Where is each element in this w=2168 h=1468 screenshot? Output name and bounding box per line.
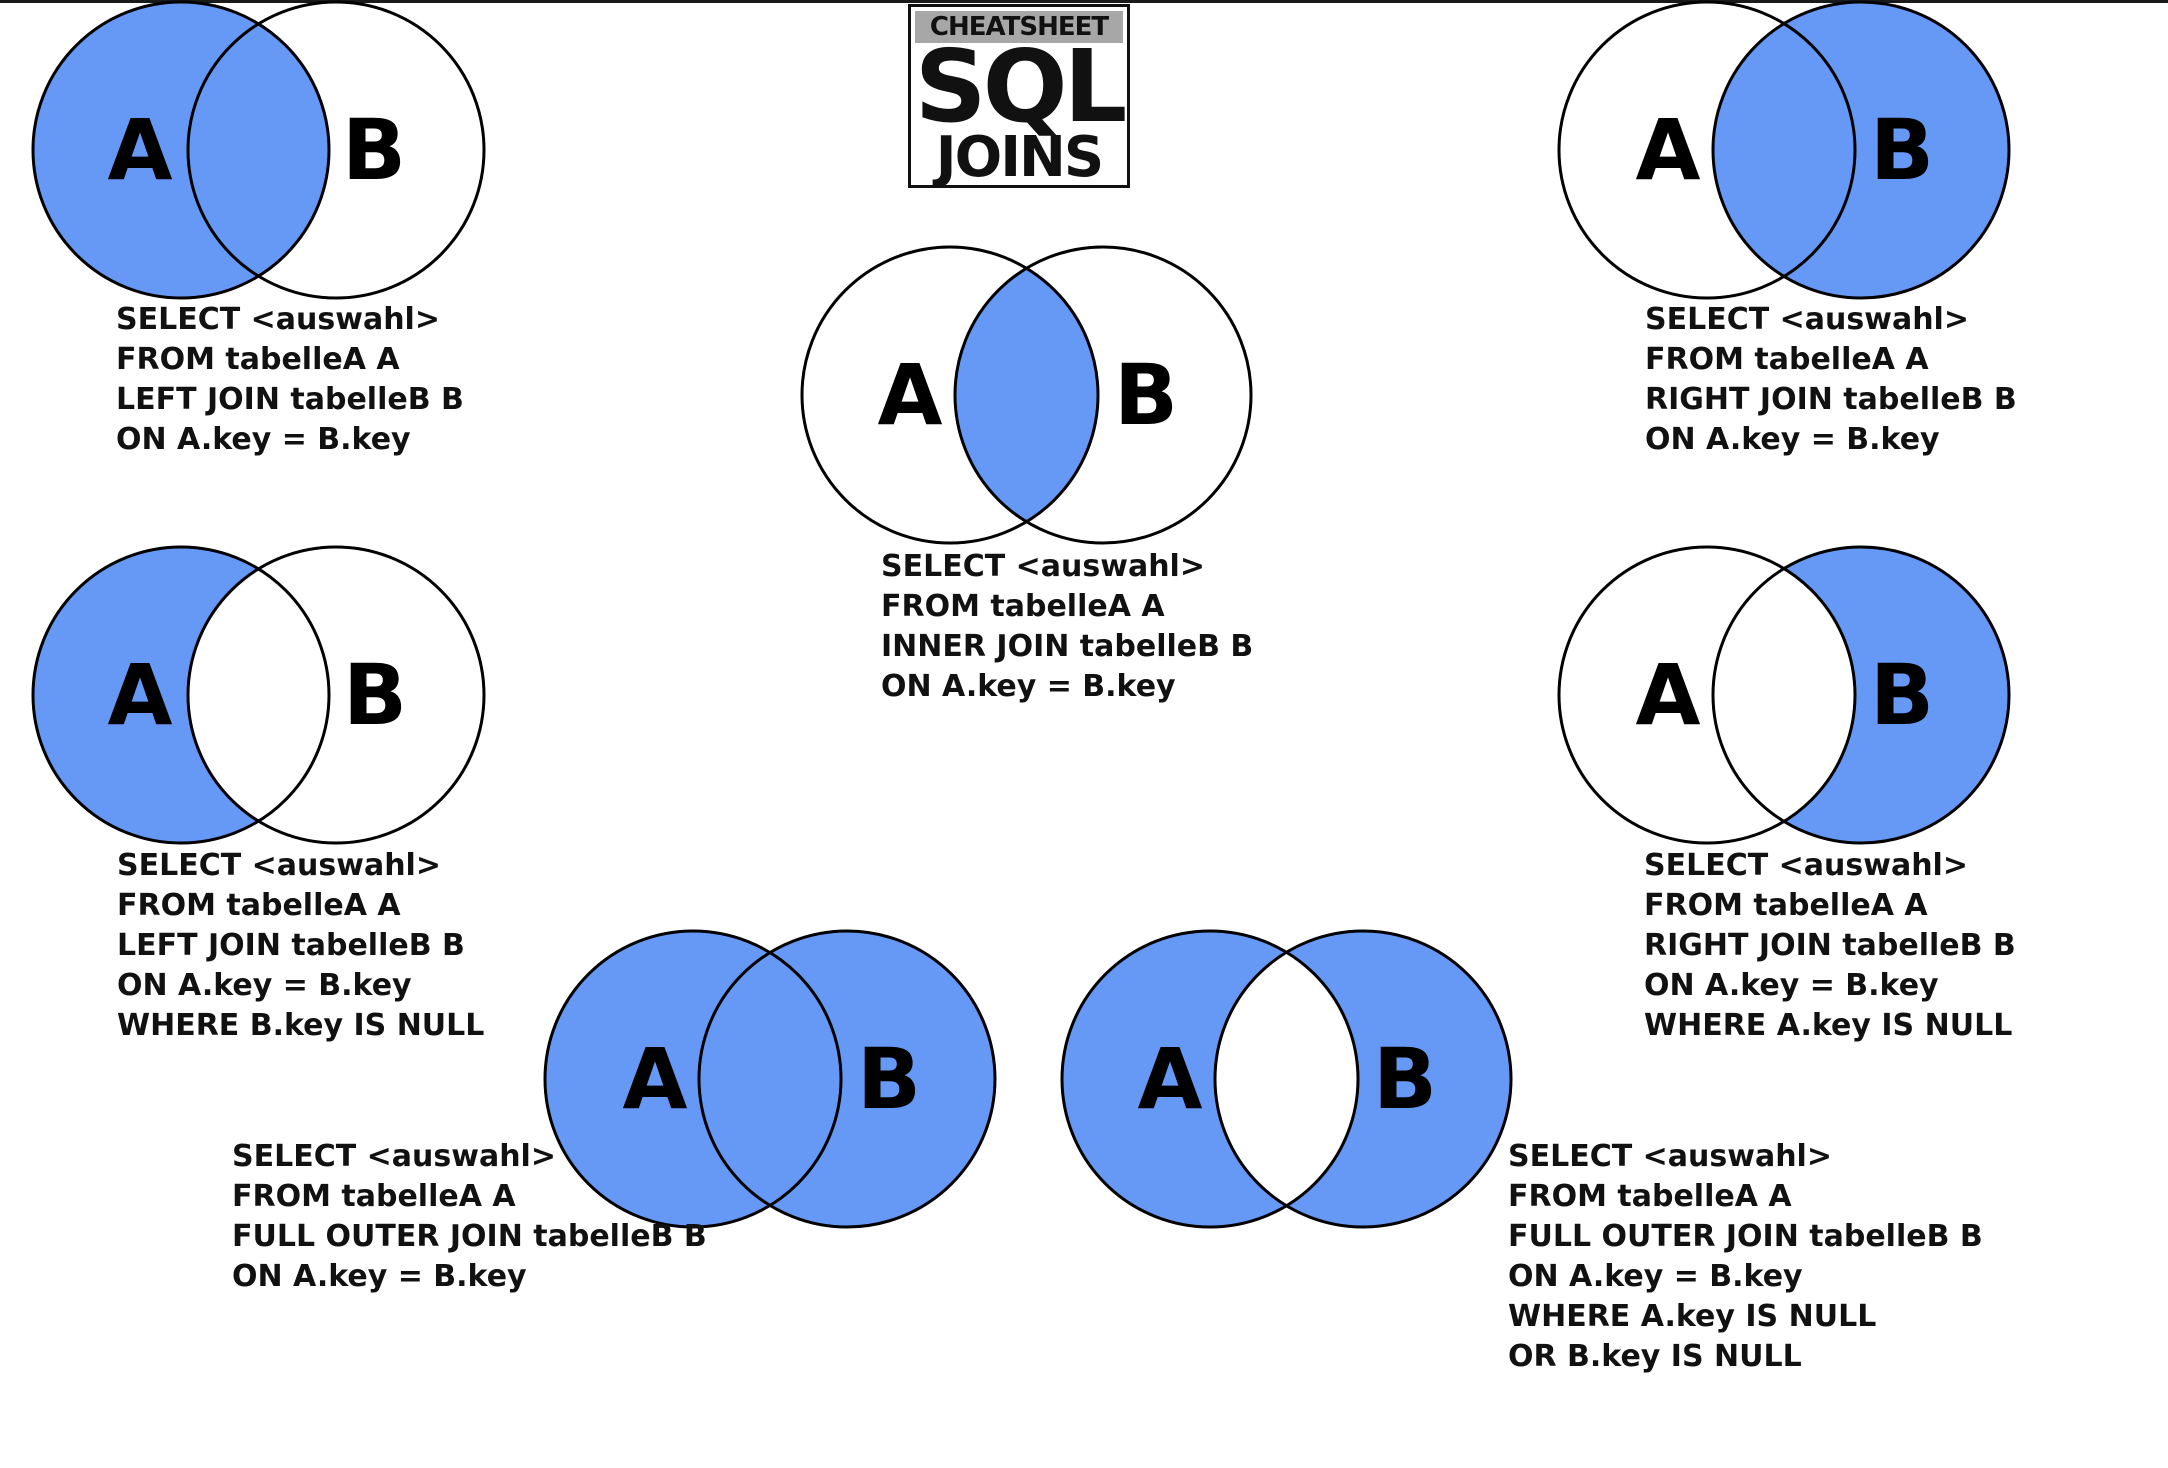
set-b-region bbox=[1713, 2, 2009, 298]
intersection-region bbox=[188, 2, 329, 298]
sql-line: WHERE B.key IS NULL bbox=[117, 1008, 485, 1043]
sql-query-right-excluding-join: SELECT <auswahl> FROM tabelleA A RIGHT JOI… bbox=[1644, 846, 2016, 1046]
set-b-region bbox=[1713, 547, 2009, 843]
set-b-outline bbox=[1213, 929, 1513, 1229]
sql-line: FROM tabelleA A bbox=[881, 589, 1165, 624]
top-border-line bbox=[0, 0, 2168, 3]
sql-query-full-outer-join: SELECT <auswahl> FROM tabelleA A FULL OUTE… bbox=[232, 1137, 707, 1297]
set-a-label: A bbox=[107, 101, 172, 199]
set-b-outline bbox=[1711, 0, 2011, 300]
sql-line: WHERE A.key IS NULL bbox=[1644, 1008, 2013, 1043]
intersection-region bbox=[1215, 931, 1358, 1227]
sql-line: OR B.key IS NULL bbox=[1508, 1339, 1802, 1374]
set-b-outline bbox=[186, 0, 486, 300]
set-a-region bbox=[33, 2, 329, 298]
set-a-outline bbox=[1060, 929, 1360, 1229]
sql-line: ON A.key = B.key bbox=[1645, 422, 1940, 457]
sql-line: SELECT <auswahl> bbox=[1645, 302, 1969, 337]
set-a-label: A bbox=[1635, 646, 1700, 744]
set-b-outline bbox=[697, 929, 997, 1229]
sql-line: INNER JOIN tabelleB B bbox=[881, 629, 1254, 664]
sql-line: ON A.key = B.key bbox=[232, 1259, 527, 1294]
sql-line: WHERE A.key IS NULL bbox=[1508, 1299, 1877, 1334]
set-b-region bbox=[699, 931, 995, 1227]
sql-line: FULL OUTER JOIN tabelleB B bbox=[232, 1219, 707, 1254]
sql-line: LEFT JOIN tabelleB B bbox=[116, 382, 464, 417]
sql-line: SELECT <auswahl> bbox=[1644, 848, 1968, 883]
intersection-region bbox=[1713, 547, 1855, 843]
set-a-region bbox=[33, 547, 329, 843]
set-b-outline bbox=[953, 245, 1253, 545]
sql-line: FROM tabelleA A bbox=[116, 342, 400, 377]
set-a-region bbox=[1062, 931, 1358, 1227]
set-a-outline bbox=[31, 0, 331, 300]
logo-banner: CHEATSHEET bbox=[915, 11, 1123, 43]
set-a-label: A bbox=[622, 1030, 687, 1128]
sql-query-left-excluding-join: SELECT <auswahl> FROM tabelleA A LEFT JOIN… bbox=[117, 846, 484, 1046]
set-a-outline bbox=[1557, 545, 1857, 845]
set-b-label: B bbox=[342, 101, 406, 199]
sql-line: SELECT <auswahl> bbox=[116, 302, 440, 337]
set-b-label: B bbox=[1114, 346, 1178, 444]
set-a-outline bbox=[31, 545, 331, 845]
sql-line: SELECT <auswahl> bbox=[881, 549, 1205, 584]
sql-query-left-join: SELECT <auswahl> FROM tabelleA A LEFT JOIN… bbox=[116, 300, 464, 460]
sql-line: FROM tabelleA A bbox=[232, 1179, 516, 1214]
cheatsheet-logo: CHEATSHEET SQL JOINS bbox=[908, 4, 1130, 188]
intersection-region bbox=[699, 931, 841, 1227]
sql-line: SELECT <auswahl> bbox=[232, 1139, 556, 1174]
sql-line: ON A.key = B.key bbox=[1508, 1259, 1803, 1294]
set-a-label: A bbox=[877, 346, 942, 444]
set-b-outline bbox=[1711, 545, 2011, 845]
sql-query-full-outer-excluding-join: SELECT <auswahl> FROM tabelleA A FULL OUTE… bbox=[1508, 1137, 1983, 1377]
sql-line: ON A.key = B.key bbox=[116, 422, 411, 457]
sql-query-inner-join: SELECT <auswahl> FROM tabelleA A INNER JOI… bbox=[881, 547, 1253, 707]
sql-line: SELECT <auswahl> bbox=[1508, 1139, 1832, 1174]
sql-line: FROM tabelleA A bbox=[1645, 342, 1929, 377]
sql-line: FULL OUTER JOIN tabelleB B bbox=[1508, 1219, 1983, 1254]
set-b-label: B bbox=[857, 1030, 921, 1128]
set-b-region bbox=[1215, 931, 1511, 1227]
sql-line: FROM tabelleA A bbox=[1508, 1179, 1792, 1214]
sql-line: LEFT JOIN tabelleB B bbox=[117, 928, 465, 963]
set-b-label: B bbox=[1373, 1030, 1437, 1128]
sql-line: RIGHT JOIN tabelleB B bbox=[1644, 928, 2016, 963]
sql-line: FROM tabelleA A bbox=[117, 888, 401, 923]
set-a-label: A bbox=[1635, 101, 1700, 199]
sql-line: ON A.key = B.key bbox=[881, 669, 1176, 704]
sql-line: ON A.key = B.key bbox=[117, 968, 412, 1003]
logo-sql-text: SQL bbox=[914, 28, 1128, 145]
intersection-region bbox=[188, 547, 329, 843]
set-b-outline bbox=[186, 545, 486, 845]
sql-line: ON A.key = B.key bbox=[1644, 968, 1939, 1003]
set-a-outline bbox=[800, 245, 1100, 545]
logo-joins-text: JOINS bbox=[935, 125, 1104, 190]
sql-line: FROM tabelleA A bbox=[1644, 888, 1928, 923]
set-a-label: A bbox=[1137, 1030, 1202, 1128]
set-a-outline bbox=[1557, 0, 1857, 300]
set-a-label: A bbox=[107, 646, 172, 744]
set-b-label: B bbox=[343, 646, 407, 744]
set-b-label: B bbox=[1870, 101, 1934, 199]
set-b-label: B bbox=[1870, 646, 1934, 744]
sql-line: SELECT <auswahl> bbox=[117, 848, 441, 883]
sql-query-right-join: SELECT <auswahl> FROM tabelleA A RIGHT JOI… bbox=[1645, 300, 2017, 460]
sql-line: RIGHT JOIN tabelleB B bbox=[1645, 382, 2017, 417]
intersection-region bbox=[955, 247, 1098, 543]
intersection-region bbox=[1713, 2, 1855, 298]
